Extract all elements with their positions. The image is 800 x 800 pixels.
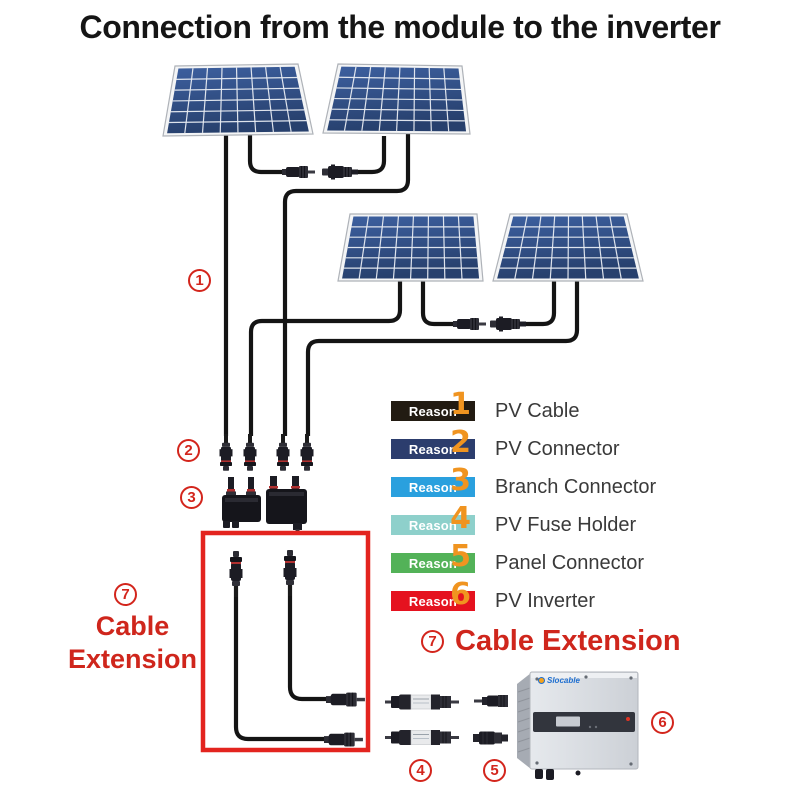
legend-number: 4 — [450, 501, 471, 536]
legend-number: 2 — [450, 425, 471, 460]
legend-label: PV Fuse Holder — [495, 513, 637, 536]
pv-fuse-holder-1 — [384, 694, 460, 710]
solar-panel-3 — [337, 213, 484, 282]
solar-panel-4 — [492, 213, 644, 282]
slocable-logo-icon — [538, 677, 545, 684]
inverter-led — [626, 717, 630, 721]
cable-panel3-right — [420, 281, 455, 327]
cable-pairB-to-panel4 — [525, 281, 557, 327]
legend-label: PV Connector — [495, 437, 620, 460]
legend-badge-text: Reason — [408, 479, 458, 495]
inverter-display-strip — [533, 712, 635, 732]
cable-extension-right — [287, 585, 328, 702]
pv-cables — [223, 134, 580, 742]
legend-label: PV Inverter — [495, 589, 596, 612]
inverter-screws — [535, 675, 633, 766]
pv-connector-pair-mid — [452, 316, 527, 332]
cable-panel4-right — [305, 281, 580, 436]
legend-number: 3 — [450, 463, 471, 498]
legend-number: 5 — [450, 539, 471, 574]
branch-connector-right — [266, 476, 307, 533]
inverter-glands — [535, 769, 581, 780]
cable-extension-assembly-left — [229, 551, 364, 748]
cable-extension-box — [200, 530, 371, 753]
legend-badge-text: Reason — [408, 441, 458, 457]
pv-fuse-holder-2 — [384, 729, 460, 746]
pv-connectors-group — [219, 434, 314, 471]
cable-extension-label-right: Cable Extension — [455, 625, 681, 657]
marker-7-right: 7 — [421, 630, 444, 653]
cable-panel1-right — [247, 134, 284, 175]
legend-badge-text: Reason — [408, 517, 458, 533]
legend-number: 6 — [450, 577, 471, 612]
branch-connector-left — [222, 477, 261, 528]
inverter-brand-text: Slocable — [547, 676, 580, 685]
marker-1-pv-cable: 1 — [188, 269, 211, 292]
legend-label: PV Cable — [495, 399, 580, 422]
cable-pairA-to-panel2 — [358, 136, 387, 175]
legend-badge-text: Reason — [408, 403, 458, 419]
marker-5-panel-connector: 5 — [483, 759, 506, 782]
marker-2-pv-connector: 2 — [177, 439, 200, 462]
solar-panel-1 — [162, 63, 314, 137]
cable-extension-left — [233, 586, 326, 742]
panel-connector-male — [473, 694, 509, 708]
legend-badge-text: Reason — [408, 555, 458, 571]
marker-7-left: 7 — [114, 583, 137, 606]
marker-4-fuse-holder: 4 — [409, 759, 432, 782]
inverter-brand: Slocable — [538, 676, 580, 685]
pv-inverter — [517, 671, 639, 780]
legend-label: Branch Connector — [495, 475, 657, 498]
legend-badge-text: Reason — [408, 593, 458, 609]
solar-panel-2 — [322, 63, 471, 135]
cable-panel3-left — [248, 281, 403, 436]
inverter-display — [556, 716, 580, 727]
marker-6-inverter: 6 — [651, 711, 674, 734]
legend-number: 1 — [450, 387, 471, 422]
cable-extension-assembly-right — [283, 550, 366, 708]
marker-3-branch-connector: 3 — [180, 486, 203, 509]
pv-connector-pair-top — [281, 164, 359, 180]
cable-extension-line2: Extension — [67, 644, 198, 674]
page-title: Connection from the module to the invert… — [79, 9, 721, 45]
cable-panel2-right — [282, 134, 411, 436]
cable-extension-label-left: Cable Extension — [45, 610, 220, 676]
cable-extension-line1: Cable — [95, 611, 170, 641]
legend-label: Panel Connector — [495, 551, 644, 574]
panel-connector-female — [472, 731, 509, 745]
